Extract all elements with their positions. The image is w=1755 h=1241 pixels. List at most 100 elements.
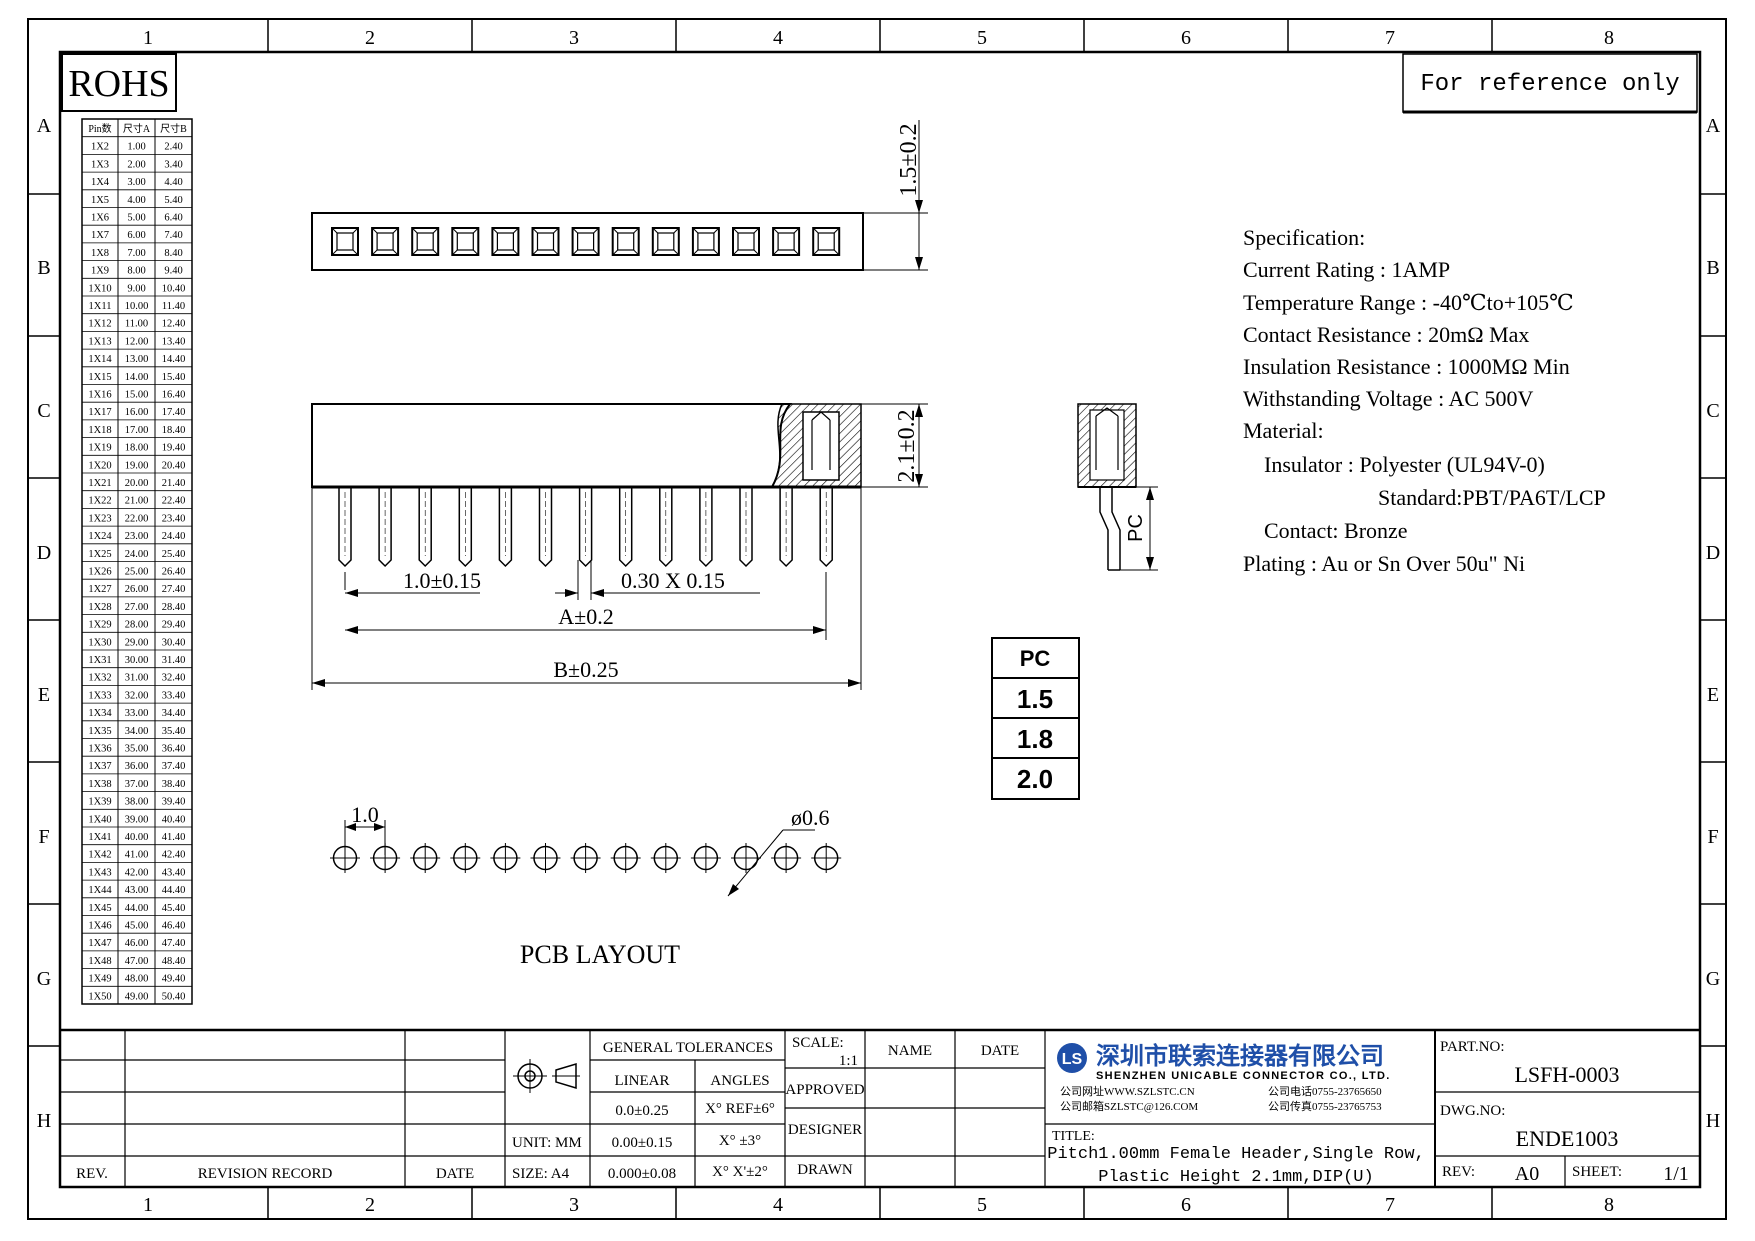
- pin-table-cell: 1X11: [89, 301, 112, 312]
- pin-table-cell: 45.00: [125, 921, 149, 932]
- pin-table-cell: 49.40: [162, 974, 186, 985]
- pin-table-cell: 1X26: [88, 567, 111, 578]
- pin-table-cell: 18.40: [162, 425, 186, 436]
- pin-table-header: Pin数: [88, 122, 111, 135]
- pin-table-cell: 1X17: [88, 407, 111, 418]
- pin-table-cell: 27.00: [125, 602, 149, 613]
- pc-table-value: 1.8: [1017, 724, 1053, 754]
- pin-lead: [659, 487, 673, 568]
- spec-line: Material:: [1243, 418, 1324, 443]
- pin-lead: [699, 487, 713, 568]
- pin-table-cell: 26.40: [162, 567, 186, 578]
- pin-lead: [779, 487, 793, 568]
- grid-column-label: 6: [1181, 27, 1191, 49]
- pin-table-cell: 47.40: [162, 938, 186, 949]
- pin-table-cell: 33.40: [162, 690, 186, 701]
- grid-column-label: 5: [977, 1194, 987, 1216]
- pin-table-cell: 36.00: [125, 761, 149, 772]
- pin-table-cell: 15.00: [125, 390, 149, 401]
- pin-table-cell: 12.40: [162, 319, 186, 330]
- pin-table-cell: 1X35: [88, 726, 111, 737]
- pin-table-cell: 6.40: [164, 213, 182, 224]
- pin-table-cell: 22.40: [162, 496, 186, 507]
- pin-table-cell: 1X32: [88, 673, 111, 684]
- pin-lead: [819, 487, 833, 568]
- top-view-contacts: [331, 227, 841, 256]
- grid-row-label: F: [38, 826, 49, 848]
- pcb-pitch-dimension: 1.0: [351, 802, 379, 827]
- contact-opening: [451, 227, 480, 256]
- contact-opening: [571, 227, 600, 256]
- angle-tolerance: X° ±3°: [719, 1133, 761, 1149]
- pin-table-cell: 13.00: [125, 354, 149, 365]
- pin-lead: [338, 487, 352, 568]
- pin-table-cell: 5.40: [164, 195, 182, 206]
- rev-label: REV:: [1442, 1164, 1475, 1180]
- pin-table-cell: 1X41: [88, 832, 111, 843]
- pin-lead: [498, 487, 513, 568]
- pin-table-cell: 14.00: [125, 372, 149, 383]
- approved-label: APPROVED: [785, 1082, 864, 1098]
- sheet-value: 1/1: [1663, 1163, 1689, 1185]
- pin-table-cell: 1X40: [88, 814, 111, 825]
- company-fax: 公司传真0755-23765753: [1268, 1099, 1382, 1113]
- pin-table-cell: 23.00: [125, 531, 149, 542]
- pin-table-cell: 3.00: [127, 177, 145, 188]
- top-height-dimension: 1.5±0.2: [896, 123, 922, 196]
- pin-table-cell: 1X28: [88, 602, 111, 613]
- pc-table: PC 1.5 1.8 2.0: [991, 637, 1080, 800]
- pin-table-cell: 41.40: [162, 832, 186, 843]
- pin-table-cell: 36.40: [162, 744, 186, 755]
- pin-table-cell: 1X6: [91, 213, 109, 224]
- spec-line: Withstanding Voltage : AC 500V: [1243, 386, 1534, 411]
- pin-table-cell: 38.40: [162, 779, 186, 790]
- side-height-dimension: 2.1±0.2: [894, 409, 920, 482]
- title-block: [60, 1028, 1700, 1187]
- grid-row-label: G: [1706, 968, 1720, 990]
- pin-table-cell: 1X18: [88, 425, 111, 436]
- pin-table-cell: 1X33: [88, 690, 111, 701]
- pin-table-cell: 11.00: [125, 319, 148, 330]
- pin-table-cell: 28.40: [162, 602, 186, 613]
- pin-table-cell: 1X45: [88, 903, 111, 914]
- grid-column-label: 5: [977, 27, 987, 49]
- pin-table-cell: 40.00: [125, 832, 149, 843]
- pin-table-cell: 6.00: [127, 230, 145, 241]
- pin-table-cell: 37.00: [125, 779, 149, 790]
- pin-table-cell: 1X31: [88, 655, 111, 666]
- pin-table-cell: 1X13: [88, 336, 111, 347]
- contact-opening: [732, 227, 760, 256]
- spec-standard: Standard:PBT/PA6T/LCP: [1378, 485, 1606, 510]
- pin-lead: [458, 487, 473, 568]
- drawn-label: DRAWN: [797, 1162, 853, 1178]
- pc-dimension: PC: [1125, 514, 1147, 542]
- pin-section-dimension: 0.30 X 0.15: [621, 568, 725, 593]
- pin-table-cell: 48.00: [125, 974, 149, 985]
- pin-table-cell: 1X22: [88, 496, 111, 507]
- pin-table-cell: 41.00: [125, 850, 149, 861]
- reference-note: For reference only: [1420, 71, 1679, 98]
- contact-opening: [371, 227, 400, 256]
- scale-label: SCALE:: [792, 1035, 844, 1051]
- pin-table-cell: 1X5: [91, 195, 109, 206]
- pin-table-cell: 46.00: [125, 938, 149, 949]
- contact-opening: [491, 227, 520, 256]
- pin-table-cell: 10.40: [162, 283, 186, 294]
- pin-table-cell: 24.00: [125, 549, 149, 560]
- pin-table-cell: 39.00: [125, 814, 149, 825]
- pin-lead: [538, 487, 553, 568]
- pin-table-cell: 4.00: [127, 195, 145, 206]
- pin-table-cell: 1X20: [88, 460, 111, 471]
- pin-table-cell: 17.00: [125, 425, 149, 436]
- pin-table-cell: 22.00: [125, 513, 149, 524]
- pin-table-cell: 23.40: [162, 513, 186, 524]
- pin-table-cell: 1X24: [88, 531, 112, 542]
- pin-table-cell: 1X38: [88, 779, 111, 790]
- grid-row-label: E: [1707, 684, 1719, 706]
- grid-row-label: C: [1706, 400, 1719, 422]
- pin-table-cell: 42.00: [125, 867, 149, 878]
- pin-table-cell: 1X29: [88, 620, 111, 631]
- revision-value: A0: [1515, 1163, 1539, 1185]
- grid-row-label: D: [37, 542, 51, 564]
